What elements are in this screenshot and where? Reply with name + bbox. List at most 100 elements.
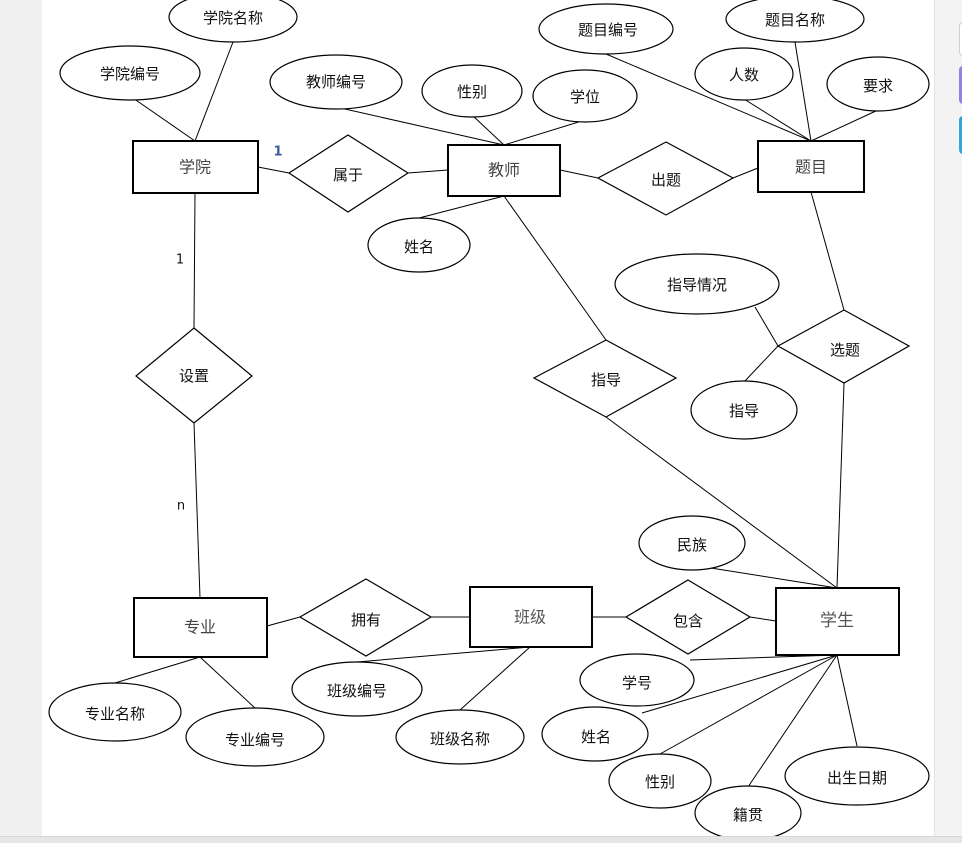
relationship-own: 拥有 xyxy=(298,578,433,657)
attribute-student-gender: 性别 xyxy=(608,753,712,809)
attribute-label: 学号 xyxy=(622,674,652,692)
attribute-label: 指导情况 xyxy=(667,276,727,294)
edge-class-name xyxy=(459,646,531,711)
relationship-setup: 设置 xyxy=(135,327,253,424)
attribute-class-name: 班级名称 xyxy=(395,709,525,765)
relationship-label: 指导 xyxy=(591,371,621,389)
relationship-label: 选题 xyxy=(830,341,860,359)
edge-college-belong xyxy=(257,166,290,174)
entity-class: 班级 xyxy=(469,586,593,648)
relationship-contain: 包含 xyxy=(624,579,752,655)
attribute-teacher-no: 教师编号 xyxy=(269,54,403,110)
relationship-belong: 属于 xyxy=(287,134,410,213)
attribute-topic-name: 题目名称 xyxy=(725,0,865,43)
edge-class-no xyxy=(356,646,531,663)
relationship-label: 包含 xyxy=(673,612,703,630)
side-tab-blue[interactable] xyxy=(959,116,962,154)
edge-select-guide-status xyxy=(754,306,779,347)
entity-label: 班级 xyxy=(514,608,546,627)
attribute-college-no: 学院编号 xyxy=(59,45,201,101)
attribute-birth-date: 出生日期 xyxy=(784,746,930,806)
relationship-label: 出题 xyxy=(651,171,681,189)
relationship-guide: 指导 xyxy=(532,339,678,418)
attribute-label: 人数 xyxy=(729,66,759,84)
edge-college-name xyxy=(194,41,234,142)
entity-label: 题目 xyxy=(795,158,827,177)
edge-birth-date xyxy=(836,654,858,747)
edge-native-place xyxy=(747,654,838,788)
entity-student: 学生 xyxy=(775,587,900,656)
attribute-label: 班级编号 xyxy=(327,682,387,700)
edge-teacher-degree xyxy=(503,119,586,146)
attribute-label: 班级名称 xyxy=(430,730,490,748)
attribute-student-no: 学号 xyxy=(579,653,695,707)
attribute-label: 指导 xyxy=(729,402,759,420)
relationship-label: 拥有 xyxy=(351,611,381,629)
edge-teacher-no xyxy=(335,106,505,146)
attribute-label: 学院名称 xyxy=(203,9,263,27)
relationship-label: 属于 xyxy=(333,166,363,184)
edge-college-no xyxy=(129,95,196,142)
edge-major-own xyxy=(266,616,301,627)
attribute-college-name: 学院名称 xyxy=(168,0,298,43)
edge-select-student xyxy=(836,382,845,589)
side-tab-white[interactable] xyxy=(959,22,962,56)
entity-college: 学院 xyxy=(132,140,259,194)
edge-contain-student xyxy=(749,616,777,622)
edge-teacher-guide xyxy=(503,195,607,341)
cardinality-belong-1: 1 xyxy=(273,145,282,160)
edge-topic-name xyxy=(794,41,812,142)
attribute-label: 姓名 xyxy=(581,728,611,746)
edge-guide-student xyxy=(605,416,838,589)
attribute-label: 专业名称 xyxy=(85,705,145,723)
connector-lines xyxy=(114,41,879,788)
edge-teacher-gender xyxy=(471,114,505,146)
edge-topic-select xyxy=(810,191,845,311)
edge-topic-no xyxy=(605,53,812,142)
attribute-label: 性别 xyxy=(645,773,675,791)
attribute-topic-no: 题目编号 xyxy=(538,3,674,55)
edge-select-guide-attr xyxy=(743,345,779,383)
attribute-major-name: 专业名称 xyxy=(48,682,182,742)
edge-ethnicity xyxy=(691,564,838,589)
entity-topic: 题目 xyxy=(757,140,865,193)
entity-major: 专业 xyxy=(133,597,268,658)
attribute-label: 专业编号 xyxy=(225,731,285,749)
attribute-label: 学院编号 xyxy=(100,65,160,83)
attribute-teacher-gender: 性别 xyxy=(421,64,523,118)
attribute-label: 要求 xyxy=(863,77,893,95)
edge-student-name xyxy=(641,654,838,714)
edge-major-name xyxy=(114,656,201,684)
bottom-scrollbar[interactable] xyxy=(0,836,962,843)
attribute-teacher-degree: 学位 xyxy=(532,69,638,123)
relationship-label: 设置 xyxy=(179,367,209,385)
edge-topic-count xyxy=(743,98,812,142)
edge-topic-req xyxy=(810,109,879,142)
attribute-label: 题目名称 xyxy=(765,11,825,29)
attribute-student-name: 姓名 xyxy=(541,706,649,762)
attribute-label: 性别 xyxy=(457,83,487,101)
attribute-native-place: 籍贯 xyxy=(694,785,802,836)
edge-college-setup xyxy=(193,192,196,329)
edge-setup-major xyxy=(193,422,201,599)
edge-student-gender xyxy=(659,654,838,755)
attribute-class-no: 班级编号 xyxy=(291,661,423,717)
entity-label: 教师 xyxy=(488,161,520,180)
relationship-assign: 出题 xyxy=(596,141,735,216)
attribute-topic-req: 要求 xyxy=(826,56,930,112)
attribute-label: 姓名 xyxy=(404,238,434,256)
cardinality-setup-1: 1 xyxy=(176,253,184,268)
entity-label: 学生 xyxy=(820,611,854,631)
attribute-ethnicity: 民族 xyxy=(638,515,746,571)
attribute-label: 题目编号 xyxy=(578,21,638,39)
side-tab-purple[interactable] xyxy=(959,66,962,104)
er-diagram: 学院 教师 题目 专业 班级 学生 属于 出题 xyxy=(48,0,930,836)
attribute-topic-count: 人数 xyxy=(694,47,794,101)
edge-assign-topic xyxy=(732,167,759,179)
edge-belong-teacher xyxy=(407,169,449,174)
attribute-teacher-name: 姓名 xyxy=(367,217,471,273)
edge-teacher-assign xyxy=(559,169,599,179)
side-panel-gutter xyxy=(934,0,962,842)
attribute-label: 教师编号 xyxy=(306,73,366,91)
attribute-label: 籍贯 xyxy=(733,806,763,824)
